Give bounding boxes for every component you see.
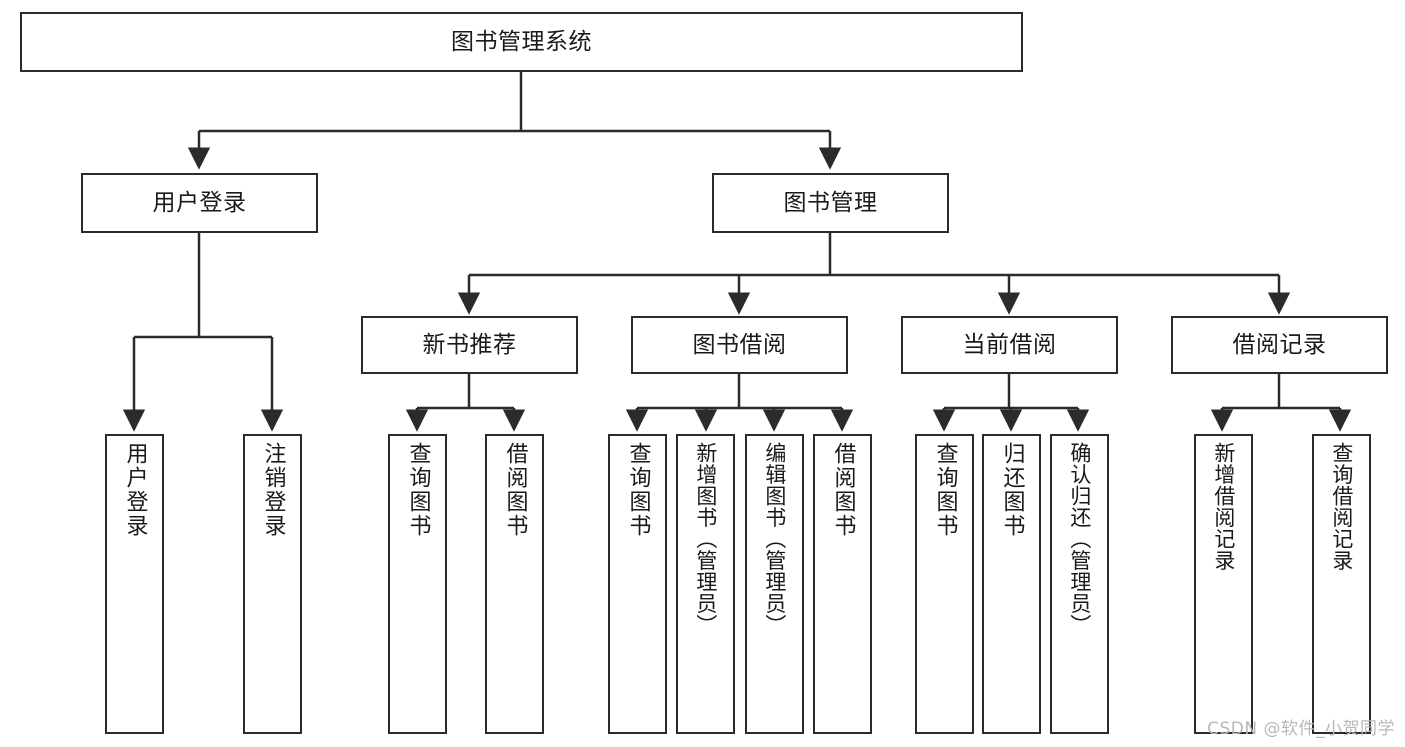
node-new-book-recommend-label: 新书推荐 — [422, 331, 517, 358]
node-leaf-add-borrow-record-label: 新增借阅记录 — [1211, 442, 1236, 571]
node-leaf-logout[interactable]: 注销登录 — [243, 434, 302, 734]
node-user-login[interactable]: 用户登录 — [81, 173, 318, 233]
node-leaf-query-book-3-label: 查询图书 — [932, 442, 958, 538]
node-leaf-query-book-1[interactable]: 查询图书 — [388, 434, 447, 734]
node-leaf-logout-label: 注销登录 — [260, 442, 286, 538]
node-root-label: 图书管理系统 — [451, 28, 592, 55]
node-root[interactable]: 图书管理系统 — [20, 12, 1023, 72]
node-leaf-query-borrow-record[interactable]: 查询借阅记录 — [1312, 434, 1371, 734]
node-leaf-edit-book-label: 编辑图书（管理员） — [762, 442, 787, 636]
node-book-borrow-label: 图书借阅 — [692, 331, 787, 358]
node-leaf-add-book[interactable]: 新增图书（管理员） — [676, 434, 735, 734]
node-leaf-query-book-1-label: 查询图书 — [405, 442, 431, 538]
node-user-login-label: 用户登录 — [152, 189, 247, 216]
node-leaf-query-book-2[interactable]: 查询图书 — [608, 434, 667, 734]
node-leaf-borrow-book-1-label: 借阅图书 — [502, 442, 528, 538]
node-borrow-record[interactable]: 借阅记录 — [1171, 316, 1388, 374]
node-book-borrow[interactable]: 图书借阅 — [631, 316, 848, 374]
node-book-management[interactable]: 图书管理 — [712, 173, 949, 233]
node-leaf-user-login-label: 用户登录 — [122, 442, 148, 538]
node-leaf-query-borrow-record-label: 查询借阅记录 — [1329, 442, 1354, 571]
node-leaf-return-book[interactable]: 归还图书 — [982, 434, 1041, 734]
node-leaf-query-book-3[interactable]: 查询图书 — [915, 434, 974, 734]
csdn-watermark: CSDN @软件_小贺同学 — [1207, 719, 1395, 739]
node-current-borrow[interactable]: 当前借阅 — [901, 316, 1118, 374]
node-new-book-recommend[interactable]: 新书推荐 — [361, 316, 578, 374]
node-leaf-add-book-label: 新增图书（管理员） — [693, 442, 718, 636]
node-leaf-borrow-book-2-label: 借阅图书 — [830, 442, 856, 538]
node-borrow-record-label: 借阅记录 — [1232, 331, 1327, 358]
node-leaf-add-borrow-record[interactable]: 新增借阅记录 — [1194, 434, 1253, 734]
node-book-management-label: 图书管理 — [783, 189, 878, 216]
node-leaf-borrow-book-1[interactable]: 借阅图书 — [485, 434, 544, 734]
node-leaf-user-login[interactable]: 用户登录 — [105, 434, 164, 734]
node-leaf-confirm-return[interactable]: 确认归还（管理员） — [1050, 434, 1109, 734]
node-current-borrow-label: 当前借阅 — [962, 331, 1057, 358]
node-leaf-return-book-label: 归还图书 — [999, 442, 1025, 538]
node-leaf-edit-book[interactable]: 编辑图书（管理员） — [745, 434, 804, 734]
node-leaf-confirm-return-label: 确认归还（管理员） — [1067, 442, 1092, 636]
node-leaf-borrow-book-2[interactable]: 借阅图书 — [813, 434, 872, 734]
node-leaf-query-book-2-label: 查询图书 — [625, 442, 651, 538]
